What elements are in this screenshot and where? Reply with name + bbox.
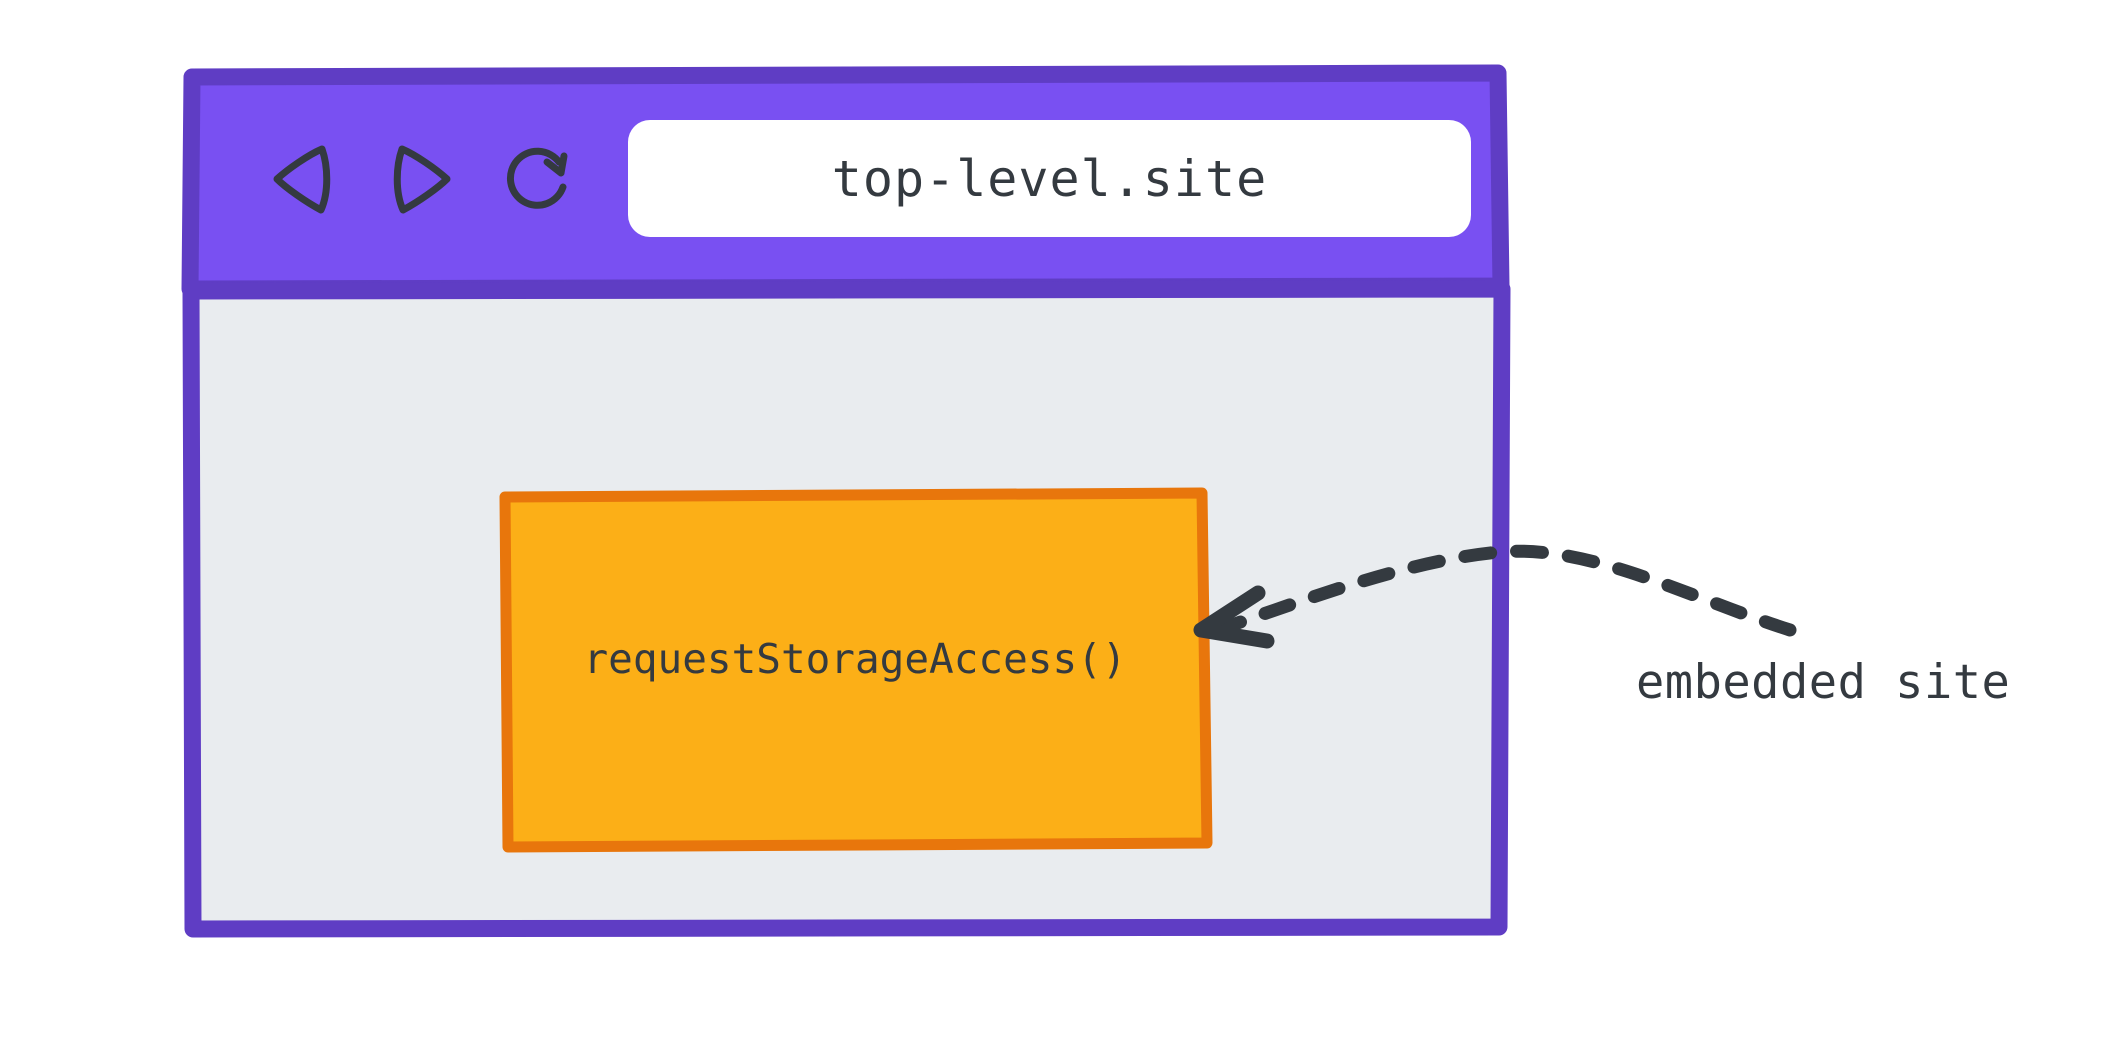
url-text: top-level.site [831,149,1268,208]
arrowhead [1193,585,1275,649]
embedded-frame-label: requestStorageAccess() [583,635,1127,683]
reload-button[interactable] [500,140,578,218]
embedded-iframe-box[interactable]: requestStorageAccess() [499,487,1213,853]
browser-toolbar: top-level.site [186,67,1506,291]
embedded-frame-outline [499,487,1213,853]
forward-button[interactable] [382,140,460,218]
url-bar[interactable]: top-level.site [628,120,1471,237]
reload-circular-arrow-icon [506,147,568,209]
back-button[interactable] [264,140,342,218]
embedded-frame-label-wrap: requestStorageAccess() [505,495,1205,845]
triangle-right-icon [393,145,451,214]
embedded-site-callout-arrow [1193,544,1797,649]
embedded-frame-fill [509,497,1205,843]
dashed-curved-arrow-left-icon [1193,544,1797,649]
embedded-site-callout-label: embedded site [1636,655,2011,710]
triangle-left-icon [273,145,331,214]
embedded-frame-sketch [499,487,1213,853]
navigation-controls [264,140,578,218]
